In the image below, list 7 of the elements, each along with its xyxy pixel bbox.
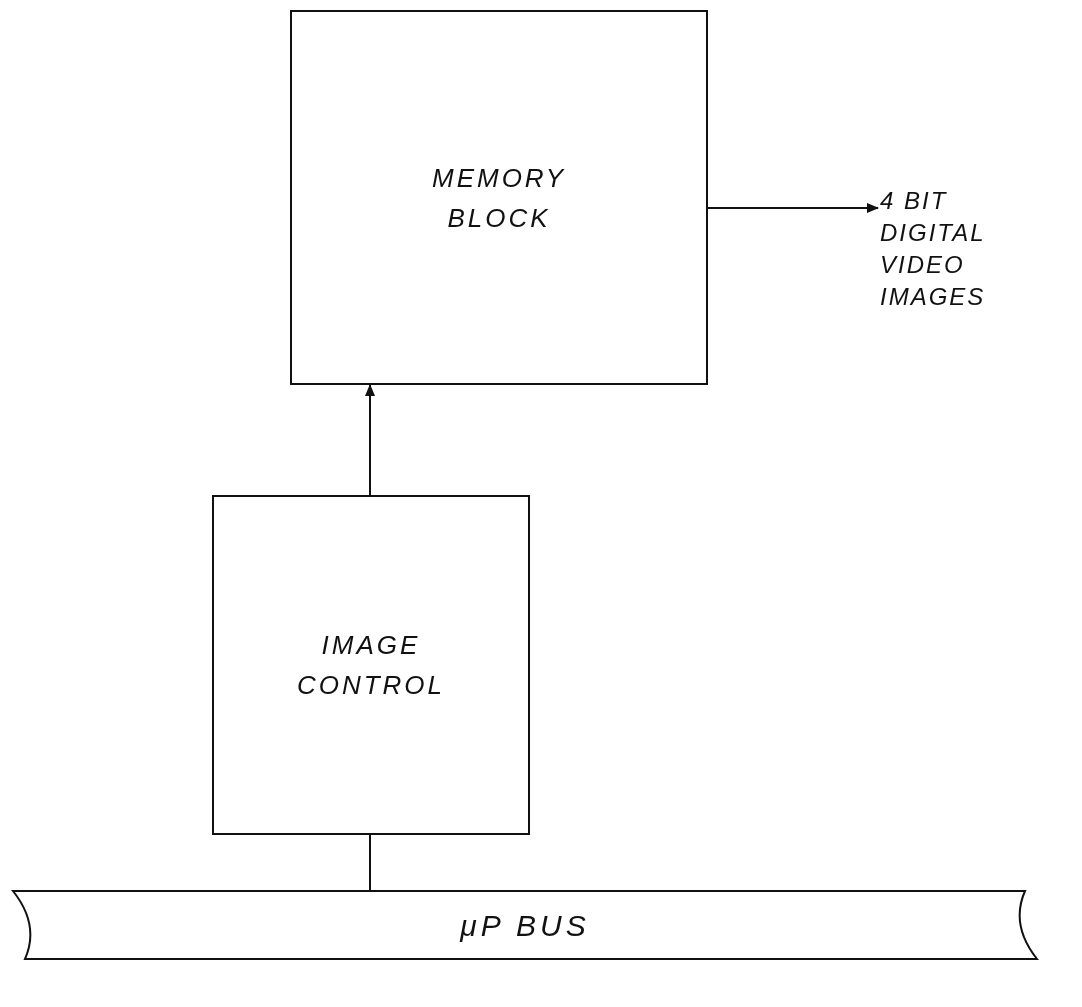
block-box bbox=[290, 10, 708, 385]
arrow bbox=[365, 384, 375, 496]
arrow bbox=[707, 203, 879, 213]
block-label: MEMORY BLOCK bbox=[430, 161, 567, 235]
bus-label: μP BUS bbox=[460, 907, 590, 944]
block-box bbox=[212, 495, 530, 835]
block-label: IMAGE CONTROL bbox=[295, 629, 447, 702]
